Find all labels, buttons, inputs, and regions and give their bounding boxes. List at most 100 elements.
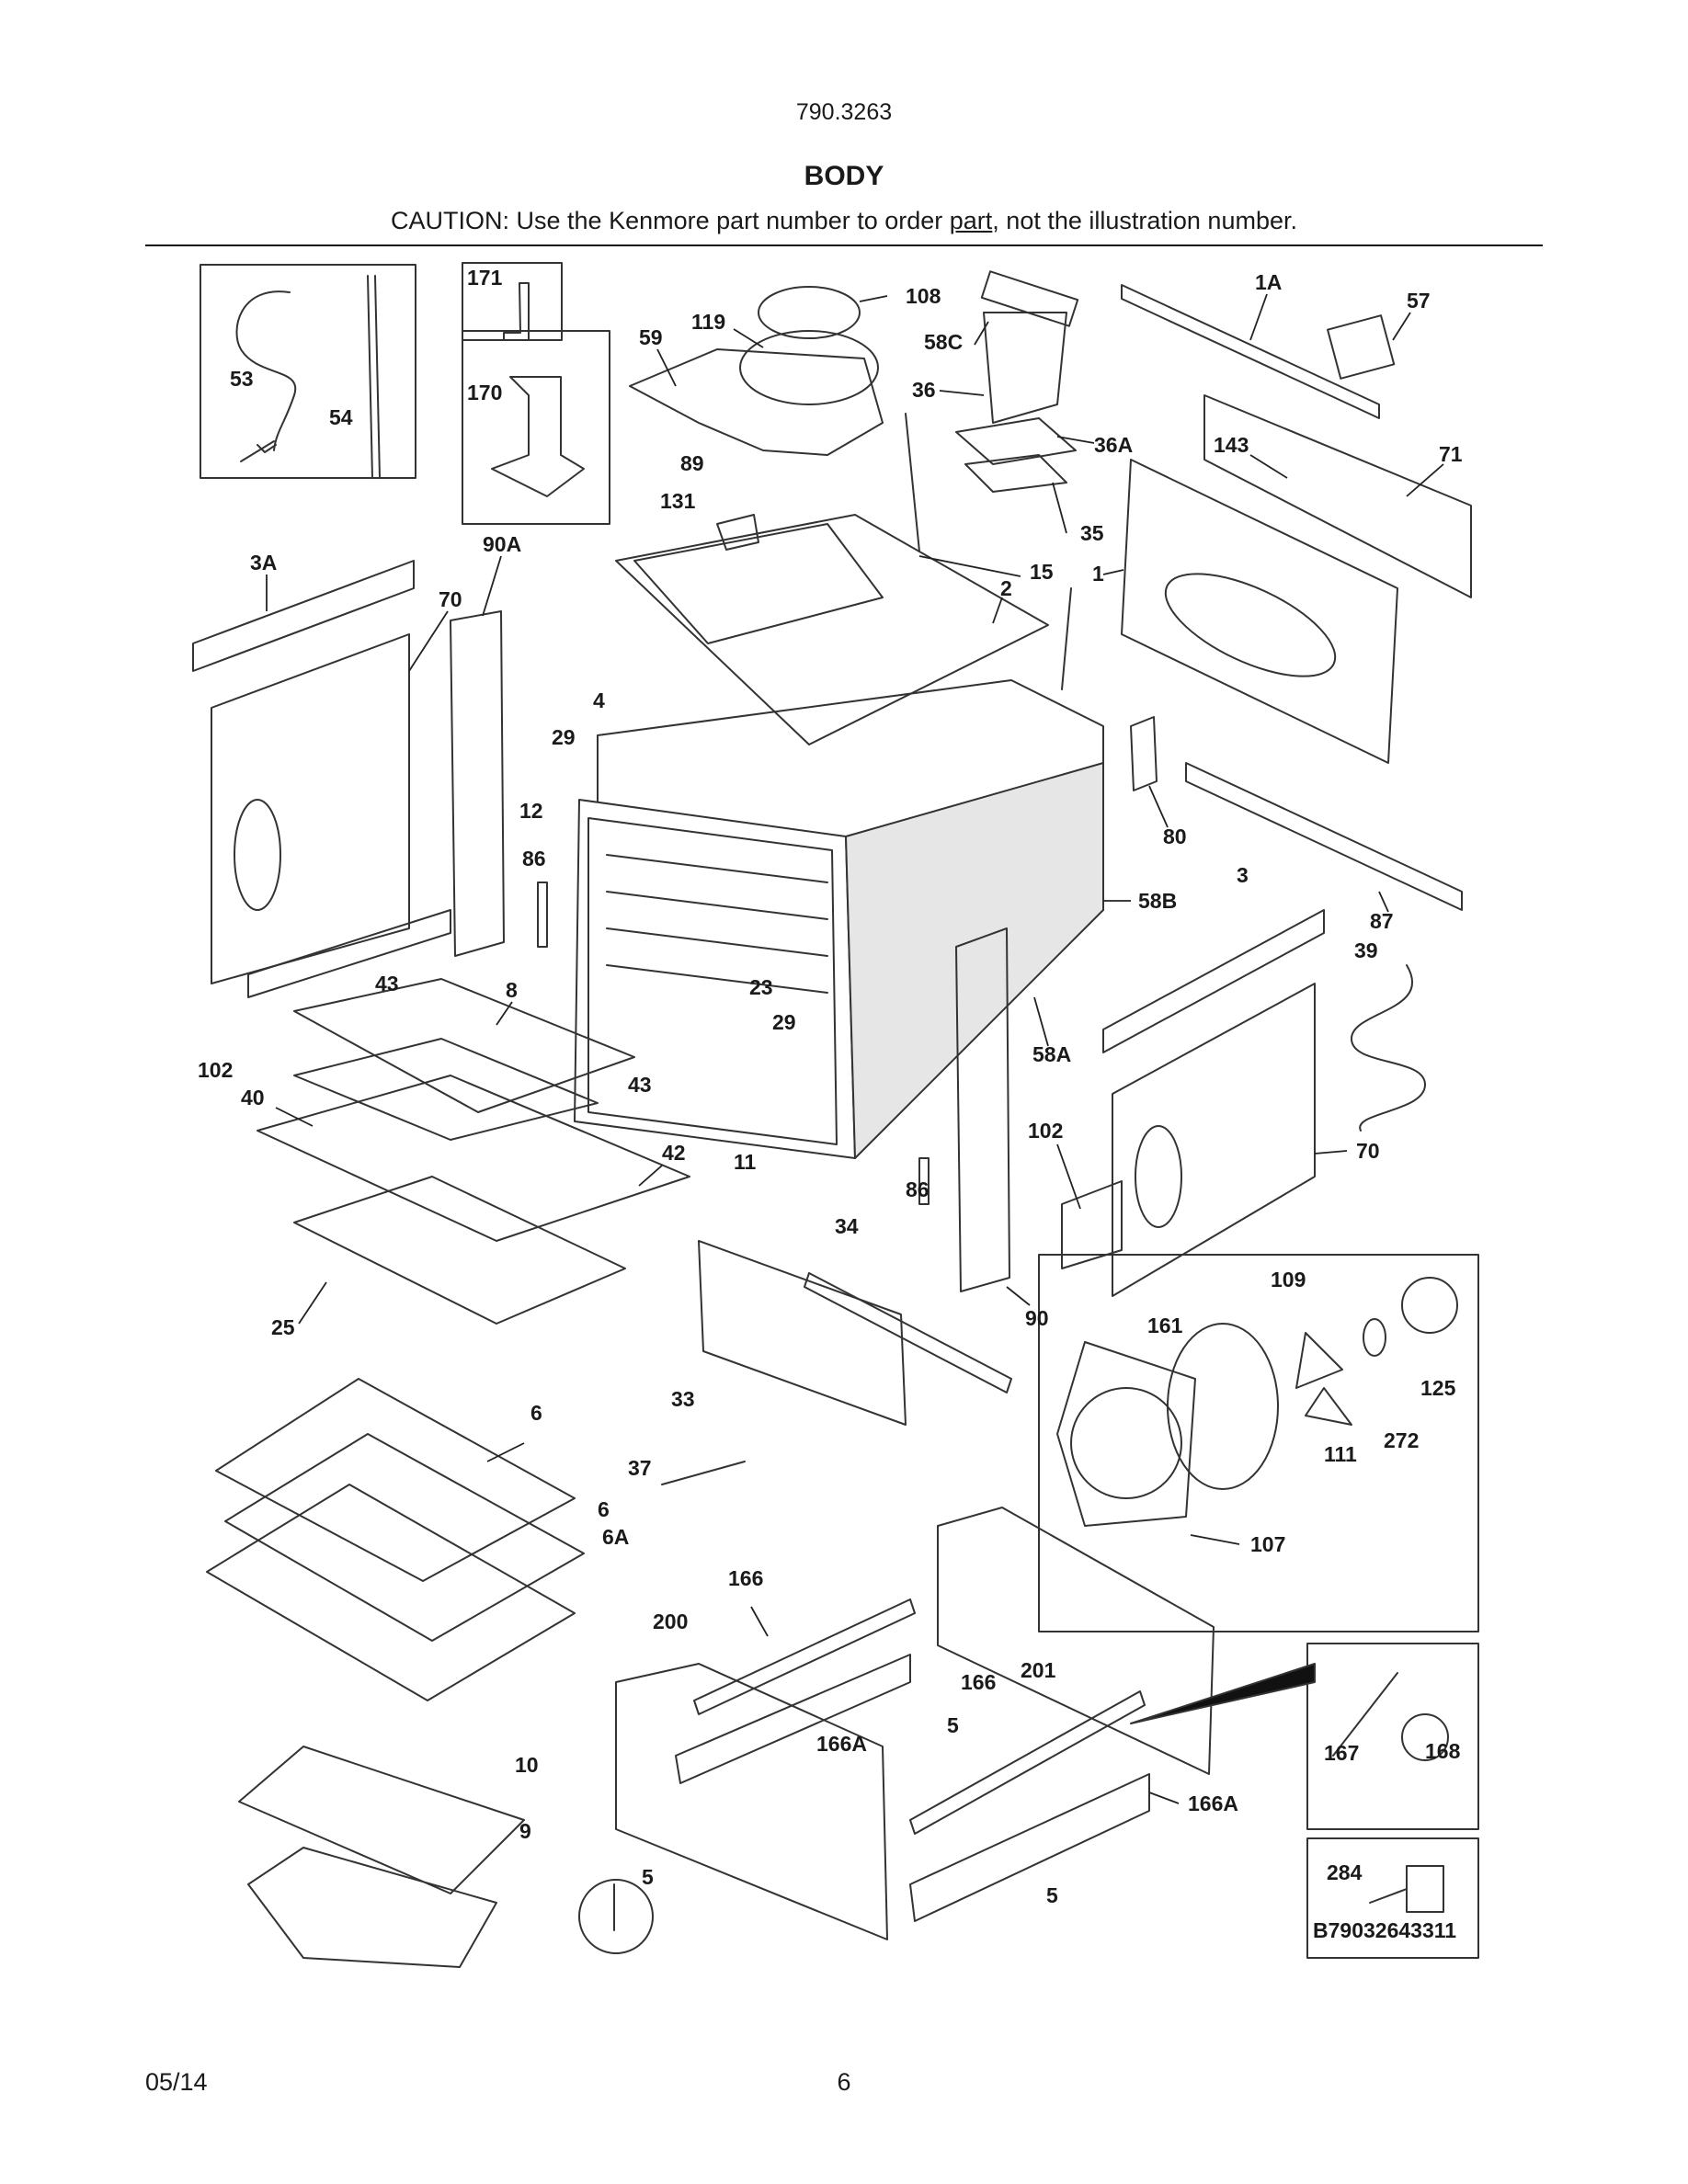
part-label-171: 171: [467, 266, 503, 290]
fan-element-161: [1167, 1323, 1279, 1490]
probe-tip: [240, 440, 277, 462]
rear-panel-1: [1121, 459, 1398, 764]
switch-284-wire: [1369, 1888, 1408, 1904]
part-label-86-right: 86: [906, 1177, 930, 1201]
leader-1A: [1249, 293, 1268, 341]
leader-35: [1052, 482, 1067, 534]
drawer-frame-200: [615, 1663, 888, 1940]
part-label-4: 4: [593, 688, 605, 712]
part-label-25: 25: [271, 1315, 295, 1339]
filter-58C: [980, 270, 1079, 327]
footer-date: 05/14: [145, 2068, 208, 2096]
part-label-43-right: 43: [628, 1073, 652, 1097]
drawer-frame-201: [937, 1507, 1215, 1775]
gasket-35: [964, 454, 1067, 493]
inset-box-convection: [1038, 1254, 1479, 1632]
part-label-284: 284: [1327, 1860, 1363, 1884]
trim-34: [804, 1272, 1012, 1393]
part-label-170: 170: [467, 381, 502, 404]
part-label-125: 125: [1420, 1376, 1456, 1400]
part-label-36: 36: [912, 378, 936, 402]
part-label-15: 15: [1030, 560, 1054, 584]
part-label-166A-right: 166A: [1188, 1792, 1238, 1815]
caution-text: CAUTION: Use the Kenmore part number to …: [391, 207, 950, 234]
part-label-6: 6: [598, 1497, 610, 1521]
caution-part-link[interactable]: part: [949, 207, 993, 234]
leader-108: [859, 295, 888, 302]
part-label-166A-left: 166A: [816, 1732, 867, 1756]
part-label-168: 168: [1425, 1739, 1461, 1763]
page-title: BODY: [804, 161, 884, 191]
broil-pan-9: [247, 1847, 497, 1968]
part-label-5-mid: 5: [947, 1713, 959, 1737]
fan-blade-109: [1295, 1332, 1352, 1426]
part-label-43-left: 43: [375, 972, 399, 995]
part-label-58A: 58A: [1032, 1042, 1071, 1066]
side-panel-left: [211, 633, 410, 984]
drawer-bottom-42: [257, 1075, 690, 1242]
part-label-71: 71: [1439, 442, 1463, 466]
page-number: 6: [837, 2068, 851, 2096]
part-label-57: 57: [1407, 289, 1431, 313]
fan-cover-grille: [1070, 1387, 1182, 1499]
trim-102-right: [1061, 1180, 1123, 1269]
inset-box-284: [1306, 1837, 1479, 1959]
leader-58A: [1033, 996, 1049, 1047]
cooling-shroud-59: [629, 348, 884, 456]
part-label-35: 35: [1080, 521, 1104, 545]
leader-15: [918, 555, 1021, 577]
blower-motor-108: [758, 286, 861, 339]
leader-71: [1406, 463, 1444, 497]
caution-note: CAUTION: Use the Kenmore part number to …: [0, 207, 1688, 235]
sensor-15: [905, 413, 1072, 690]
part-label-70-left: 70: [439, 587, 462, 611]
drawer-slide-166-b: [909, 1690, 1146, 1835]
drawer-rail-166A-b: [909, 1773, 1150, 1922]
leader-6a: [486, 1442, 525, 1462]
part-label-42: 42: [662, 1141, 686, 1165]
leader-80: [1148, 785, 1169, 828]
part-label-143: 143: [1214, 433, 1249, 457]
rear-bracket-1A: [1121, 284, 1380, 419]
part-label-131: 131: [660, 489, 696, 513]
fan-motor-272: [1363, 1318, 1386, 1357]
part-label-10: 10: [515, 1753, 539, 1777]
part-label-166-right: 166: [961, 1670, 996, 1694]
leader-90: [1006, 1286, 1031, 1306]
side-panel-3: [1102, 909, 1325, 1053]
inset-box-167-168: [1306, 1643, 1479, 1830]
leveling-leg-detail: [578, 1879, 654, 1954]
part-label-2: 2: [1000, 576, 1012, 600]
leader-25: [298, 1281, 327, 1325]
bracket-170: [491, 376, 585, 497]
side-panel-left-window: [234, 799, 281, 911]
fan-motor-125: [1401, 1277, 1458, 1334]
part-label-33: 33: [671, 1387, 695, 1411]
part-label-3: 3: [1237, 863, 1249, 887]
caution-text-end: , not the illustration number.: [992, 207, 1297, 234]
part-label-39: 39: [1354, 938, 1378, 962]
rear-panel-71: [1203, 394, 1472, 598]
oven-cavity-side: [845, 762, 1104, 1159]
part-label-70-right: 70: [1356, 1139, 1380, 1163]
side-panel-right: [1112, 983, 1316, 1297]
switch-284: [1406, 1865, 1444, 1913]
panel-25: [293, 1176, 626, 1325]
racks-lines: [606, 854, 828, 994]
part-label-29-top: 29: [552, 725, 576, 749]
part-label-29-bottom: 29: [772, 1010, 796, 1034]
blower-housing-59: [739, 330, 879, 405]
leader-36A: [1056, 436, 1095, 444]
part-label-107: 107: [1250, 1532, 1285, 1556]
leader-36: [939, 390, 985, 396]
part-label-58C: 58C: [924, 330, 963, 354]
part-label-34: 34: [835, 1214, 859, 1238]
part-label-200: 200: [653, 1610, 688, 1633]
trim-102-left: [247, 909, 451, 998]
oven-top-131: [633, 523, 884, 644]
part-label-1: 1: [1092, 562, 1104, 586]
part-label-1A: 1A: [1255, 270, 1282, 294]
meat-probe-cord: [235, 290, 297, 451]
oven-top-2: [615, 514, 1049, 745]
oven-rack-6A: [206, 1484, 576, 1701]
